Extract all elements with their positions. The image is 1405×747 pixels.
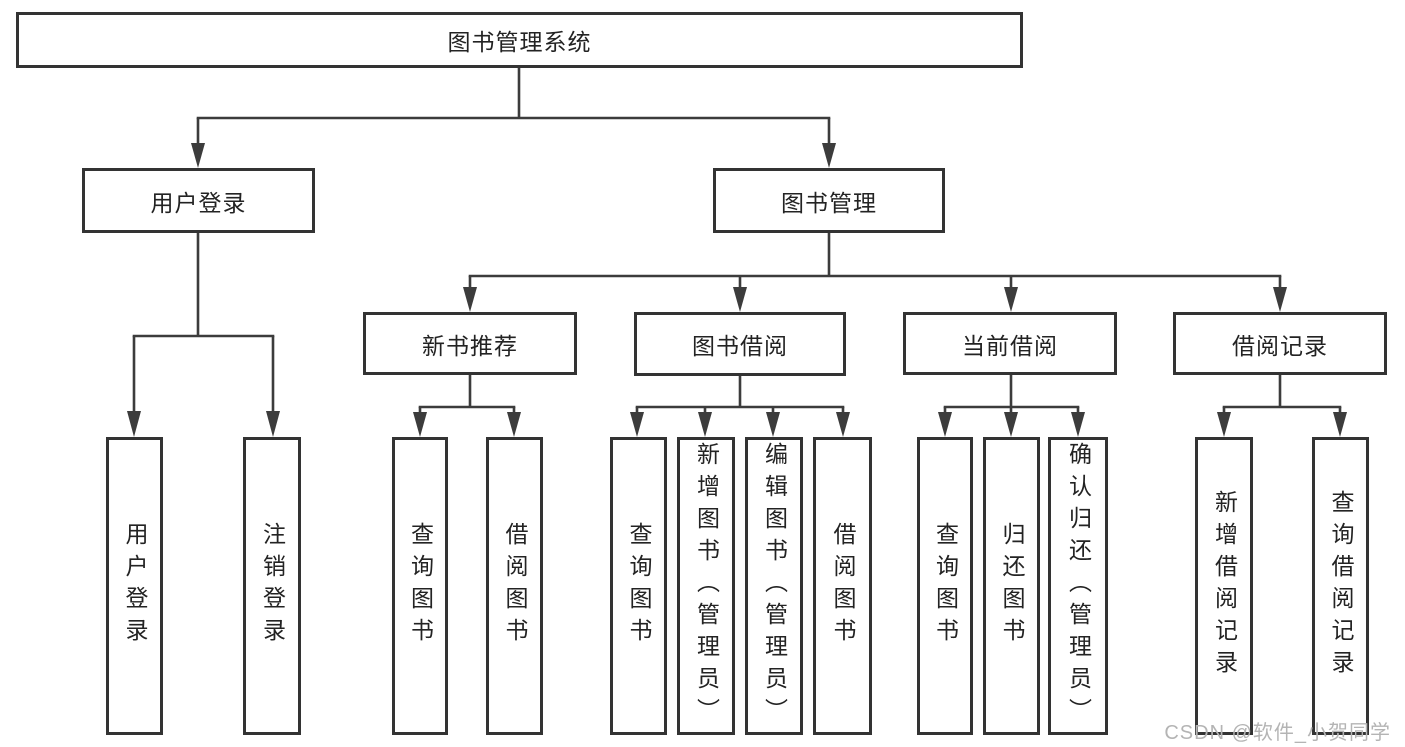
leaf-logout: 注销登录 [243,437,301,735]
node-label: 查询借阅记录 [1328,490,1354,682]
node-label: 查询图书 [407,522,434,650]
node-label: 图书借阅 [692,333,788,359]
leaf-add-borrow-record: 新增借阅记录 [1195,437,1253,735]
leaf-confirm-return-admin: 确认归还（管理员） [1048,437,1108,735]
leaf-borrow-books: 借阅图书 [813,437,872,735]
node-label: 借阅图书 [502,522,528,650]
leaf-borrow-books-recommend: 借阅图书 [486,437,543,735]
node-label: 借阅图书 [830,522,856,650]
node-new-book-recommend: 新书推荐 [363,312,577,375]
node-label: 新书推荐 [422,332,518,359]
node-root-system: 图书管理系统 [16,12,1023,68]
node-label: 新增图书（管理员） [693,442,720,730]
node-label: 查询图书 [932,522,959,650]
node-label: 确认归还（管理员） [1065,442,1092,730]
node-label: 注销登录 [259,522,286,650]
csdn-watermark: CSDN @软件_小贺同学 [1164,722,1391,744]
node-label: 用户登录 [150,189,247,216]
leaf-add-books-admin: 新增图书（管理员） [677,437,735,735]
leaf-query-books-current: 查询图书 [917,437,973,735]
node-label: 查询图书 [626,522,652,650]
node-label: 图书管理 [781,189,877,216]
node-label: 新增借阅记录 [1211,490,1238,682]
node-label: 归还图书 [999,522,1025,650]
node-label: 当前借阅 [962,332,1058,359]
node-label: 编辑图书（管理员） [761,442,788,730]
node-label: 图书管理系统 [447,29,592,55]
leaf-edit-books-admin: 编辑图书（管理员） [745,437,803,735]
leaf-query-books-recommend: 查询图书 [392,437,448,735]
node-book-borrow: 图书借阅 [634,312,846,376]
leaf-user-login: 用户登录 [106,437,163,735]
node-current-borrow: 当前借阅 [903,312,1117,375]
node-book-management: 图书管理 [713,168,945,233]
node-borrow-record: 借阅记录 [1173,312,1387,375]
node-label: 借阅记录 [1232,332,1328,359]
leaf-query-borrow-record: 查询借阅记录 [1312,437,1369,735]
node-user-login: 用户登录 [82,168,315,233]
node-label: 用户登录 [122,522,148,650]
leaf-return-books: 归还图书 [983,437,1040,735]
leaf-query-books-borrow: 查询图书 [610,437,667,735]
